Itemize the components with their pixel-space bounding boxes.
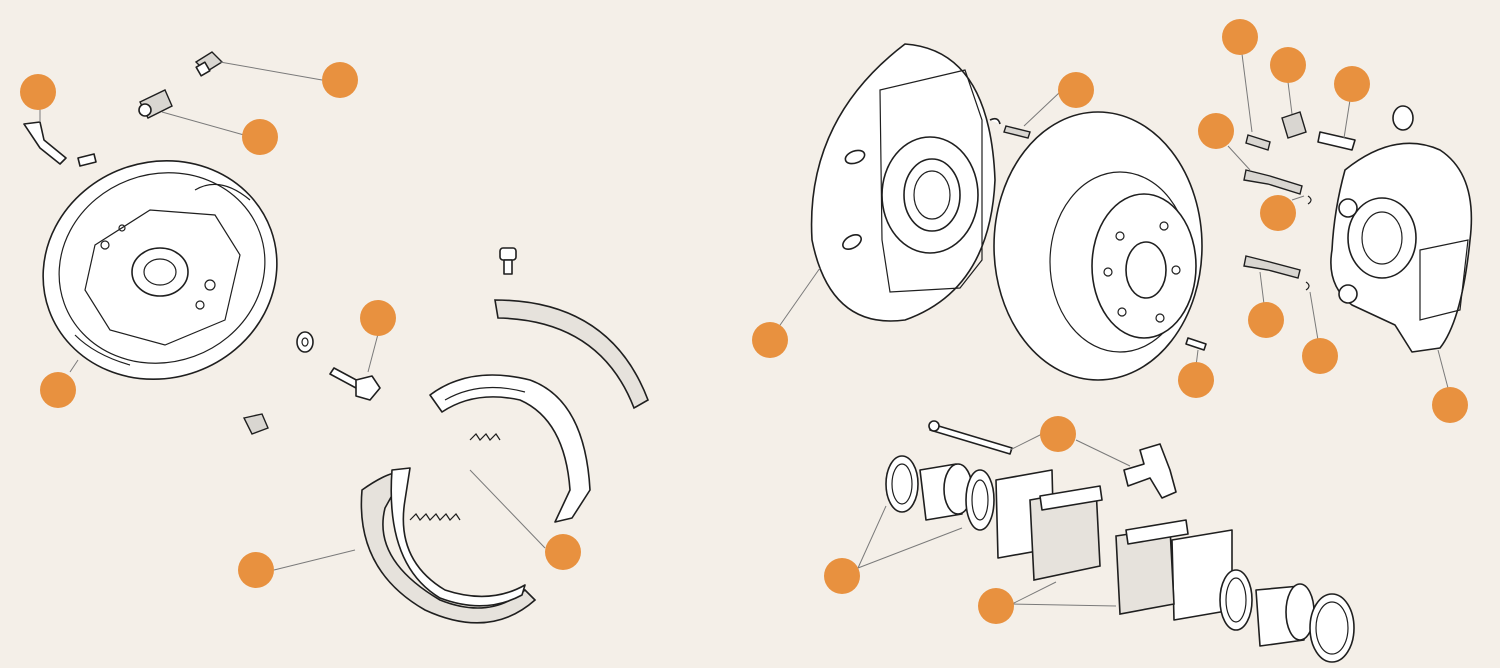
callout-marker[interactable] — [1040, 416, 1076, 452]
washer — [296, 331, 314, 353]
callouts-right — [752, 19, 1468, 624]
callout-marker[interactable] — [1302, 338, 1338, 374]
callout-marker[interactable] — [978, 588, 1014, 624]
callout-marker[interactable] — [1260, 195, 1296, 231]
drum-brake-assembly — [20, 51, 649, 624]
pin — [499, 247, 517, 275]
dust-shield — [810, 43, 996, 322]
bolt — [329, 367, 381, 401]
callout-marker[interactable] — [360, 300, 396, 336]
callout-marker[interactable] — [824, 558, 860, 594]
wheel-cylinder — [138, 89, 173, 119]
pad-retaining-pin — [928, 420, 1013, 455]
callout-marker[interactable] — [20, 74, 56, 110]
callout-marker[interactable] — [1058, 72, 1094, 108]
brake-pads — [1029, 485, 1189, 615]
callouts-left — [20, 62, 581, 588]
callout-marker[interactable] — [322, 62, 358, 98]
brake-shoe-lower — [360, 467, 537, 624]
callout-marker[interactable] — [545, 534, 581, 570]
piston-right — [1219, 569, 1355, 663]
spring-clip — [23, 121, 97, 167]
bleed-nipple — [1243, 105, 1414, 291]
callout-marker[interactable] — [1248, 302, 1284, 338]
bleed-screw — [194, 51, 224, 77]
piston-seal — [885, 455, 919, 513]
brake-shoe-lining — [494, 299, 649, 410]
backing-plate — [42, 159, 278, 381]
piston — [919, 463, 995, 531]
callout-marker[interactable] — [1198, 113, 1234, 149]
leader-lines-right — [777, 53, 1449, 607]
callout-marker[interactable] — [1432, 387, 1468, 423]
nut — [242, 413, 269, 435]
callout-marker[interactable] — [1270, 47, 1306, 83]
callout-marker[interactable] — [1222, 19, 1258, 55]
leader-lines-left — [39, 61, 546, 571]
callout-marker[interactable] — [40, 372, 76, 408]
caliper — [1330, 142, 1473, 353]
shims — [995, 469, 1233, 621]
callout-marker[interactable] — [242, 119, 278, 155]
mounting-bolt — [989, 117, 1031, 139]
brake-shoe — [429, 374, 591, 523]
callout-marker[interactable] — [238, 552, 274, 588]
brake-disc — [993, 111, 1207, 381]
callout-marker[interactable] — [1178, 362, 1214, 398]
disc-brake-assembly — [752, 19, 1473, 663]
callout-marker[interactable] — [752, 322, 788, 358]
callout-marker[interactable] — [1334, 66, 1370, 102]
anti-rattle-spring — [1123, 443, 1177, 499]
return-spring — [409, 433, 501, 521]
